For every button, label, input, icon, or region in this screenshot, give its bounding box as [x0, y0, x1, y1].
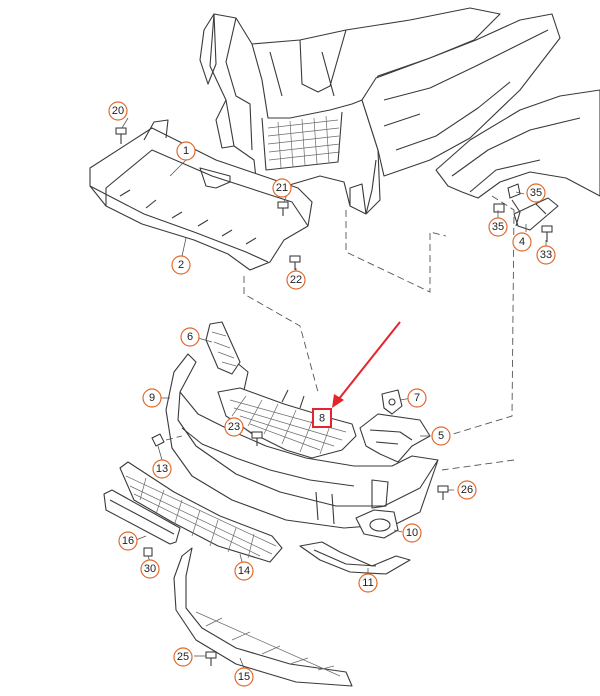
callout-35-lower-label: 35 [492, 221, 504, 233]
callout-4-label: 4 [519, 236, 525, 248]
callout-7-label: 7 [414, 392, 420, 404]
callout-35-upper-label: 35 [530, 187, 542, 199]
callout-21: 21 [272, 178, 292, 198]
callout-23-label: 23 [228, 421, 240, 433]
callout-22-label: 22 [290, 274, 302, 286]
screw-21 [277, 201, 289, 216]
screw-25 [205, 651, 217, 666]
callout-22: 22 [286, 270, 306, 290]
callout-1-label: 1 [183, 145, 189, 157]
callout-4: 4 [512, 232, 532, 252]
callout-9-label: 9 [149, 392, 155, 404]
spoiler-15 [173, 547, 353, 687]
callout-33-label: 33 [540, 249, 552, 261]
impact-absorber-1 [89, 119, 313, 271]
callout-25-label: 25 [177, 651, 189, 663]
license-plate-bracket-16 [103, 489, 181, 545]
callout-25: 25 [173, 647, 193, 667]
callout-7: 7 [407, 388, 427, 408]
callout-16-label: 16 [122, 535, 134, 547]
callout-30: 30 [140, 559, 160, 579]
clip-35b [493, 203, 505, 213]
callout-21-label: 21 [276, 182, 288, 194]
clip-7 [381, 389, 403, 415]
callout-30-label: 30 [144, 563, 156, 575]
screw-23 [251, 431, 263, 446]
callout-5-label: 5 [438, 430, 444, 442]
fender [435, 89, 600, 199]
callout-23: 23 [224, 417, 244, 437]
part-8-label: 8 [319, 413, 325, 425]
headlamp [361, 13, 561, 177]
trim-10 [355, 509, 399, 539]
callout-5: 5 [431, 426, 451, 446]
callout-10-label: 10 [406, 527, 418, 539]
callout-6: 6 [180, 327, 200, 347]
callout-14-label: 14 [238, 565, 250, 577]
front-end-carrier [199, 7, 501, 215]
callout-33: 33 [536, 245, 556, 265]
callout-26-label: 26 [461, 484, 473, 496]
callout-2: 2 [171, 255, 191, 275]
callout-35-lower: 35 [488, 217, 508, 237]
callout-6-label: 6 [187, 331, 193, 343]
callout-20: 20 [108, 101, 128, 121]
clip-13 [151, 433, 165, 447]
callout-13-label: 13 [156, 463, 168, 475]
callout-15: 15 [234, 667, 254, 687]
assembly-guide-lines [165, 195, 515, 471]
callout-16: 16 [118, 531, 138, 551]
callout-11-label: 11 [362, 577, 373, 589]
callout-1: 1 [176, 141, 196, 161]
callout-2-label: 2 [178, 259, 184, 271]
radiator-grille-8 [217, 361, 357, 459]
callout-11: 11 [358, 573, 378, 593]
callout-9: 9 [142, 388, 162, 408]
screw-22 [289, 255, 301, 270]
bracket-4 [511, 197, 559, 231]
callout-10: 10 [402, 523, 422, 543]
clip-35a [507, 183, 521, 199]
callout-14: 14 [234, 561, 254, 581]
highlighted-part-label: 8 [312, 408, 332, 428]
screw-26 [437, 485, 449, 500]
callout-15-label: 15 [238, 671, 250, 683]
callout-20-label: 20 [112, 105, 124, 117]
screw-33 [541, 225, 553, 242]
bracket-5 [359, 413, 431, 463]
nut-30 [143, 547, 153, 557]
grille-insert-6 [205, 321, 241, 375]
fasteners [115, 127, 553, 666]
callout-26: 26 [457, 480, 477, 500]
lower-grille-14 [119, 461, 283, 563]
highlight-arrow [332, 321, 401, 408]
callout-35-upper: 35 [526, 183, 546, 203]
screw-20 [115, 127, 127, 144]
callout-13: 13 [152, 459, 172, 479]
trim-11 [299, 541, 411, 575]
